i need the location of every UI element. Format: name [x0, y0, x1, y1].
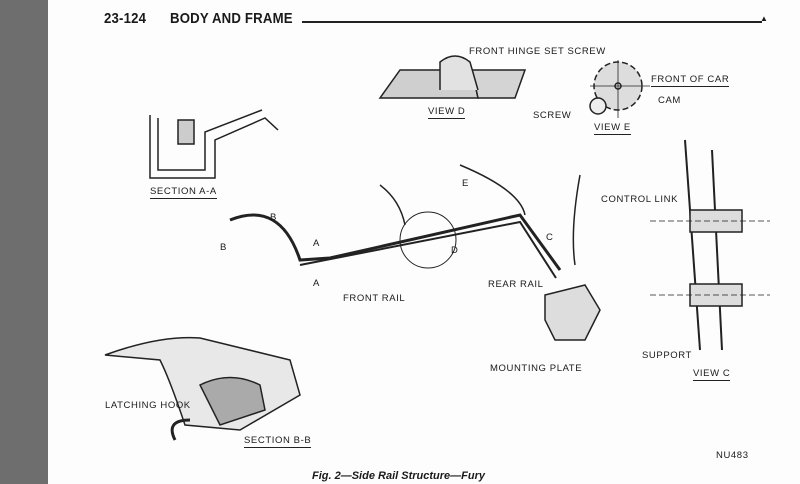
section-title: BODY AND FRAME — [170, 10, 293, 27]
mounting-plate — [544, 284, 601, 341]
label-b-top: B — [270, 212, 277, 223]
label-b-left: B — [220, 242, 227, 253]
label-front-hinge-set-screw: FRONT HINGE SET SCREW — [469, 46, 606, 57]
label-view-d: VIEW D — [428, 106, 466, 119]
front-rail — [229, 213, 562, 271]
triangle-marker-icon: ▲ — [760, 14, 768, 23]
label-support: SUPPORT — [642, 350, 692, 361]
label-d: D — [451, 245, 459, 256]
label-front-rail: FRONT RAIL — [343, 293, 406, 304]
callout-c: C — [546, 232, 554, 243]
left-margin-strip — [0, 0, 48, 484]
figure-caption: Fig. 2—Side Rail Structure—Fury — [312, 470, 485, 482]
label-view-e: VIEW E — [594, 122, 631, 135]
label-rear-rail: REAR RAIL — [488, 279, 544, 290]
label-latching-hook: LATCHING HOOK — [105, 400, 191, 411]
label-front-of-car: FRONT OF CAR — [651, 74, 730, 87]
label-mounting-plate: MOUNTING PLATE — [490, 363, 583, 374]
label-section-b-b: SECTION B-B — [244, 435, 312, 448]
label-screw: SCREW — [533, 110, 572, 121]
label-section-a-a: SECTION A-A — [150, 186, 217, 199]
label-control-link: CONTROL LINK — [601, 194, 679, 205]
label-a-top: A — [313, 238, 320, 249]
header-rule — [302, 21, 762, 23]
label-a-bottom: A — [313, 278, 320, 289]
label-cam: CAM — [658, 95, 681, 106]
figure-id: NU483 — [716, 450, 749, 461]
callout-e: E — [462, 178, 469, 189]
label-view-c: VIEW C — [693, 368, 731, 381]
screw-icon — [589, 97, 607, 115]
page-number: 23-124 — [104, 10, 147, 27]
